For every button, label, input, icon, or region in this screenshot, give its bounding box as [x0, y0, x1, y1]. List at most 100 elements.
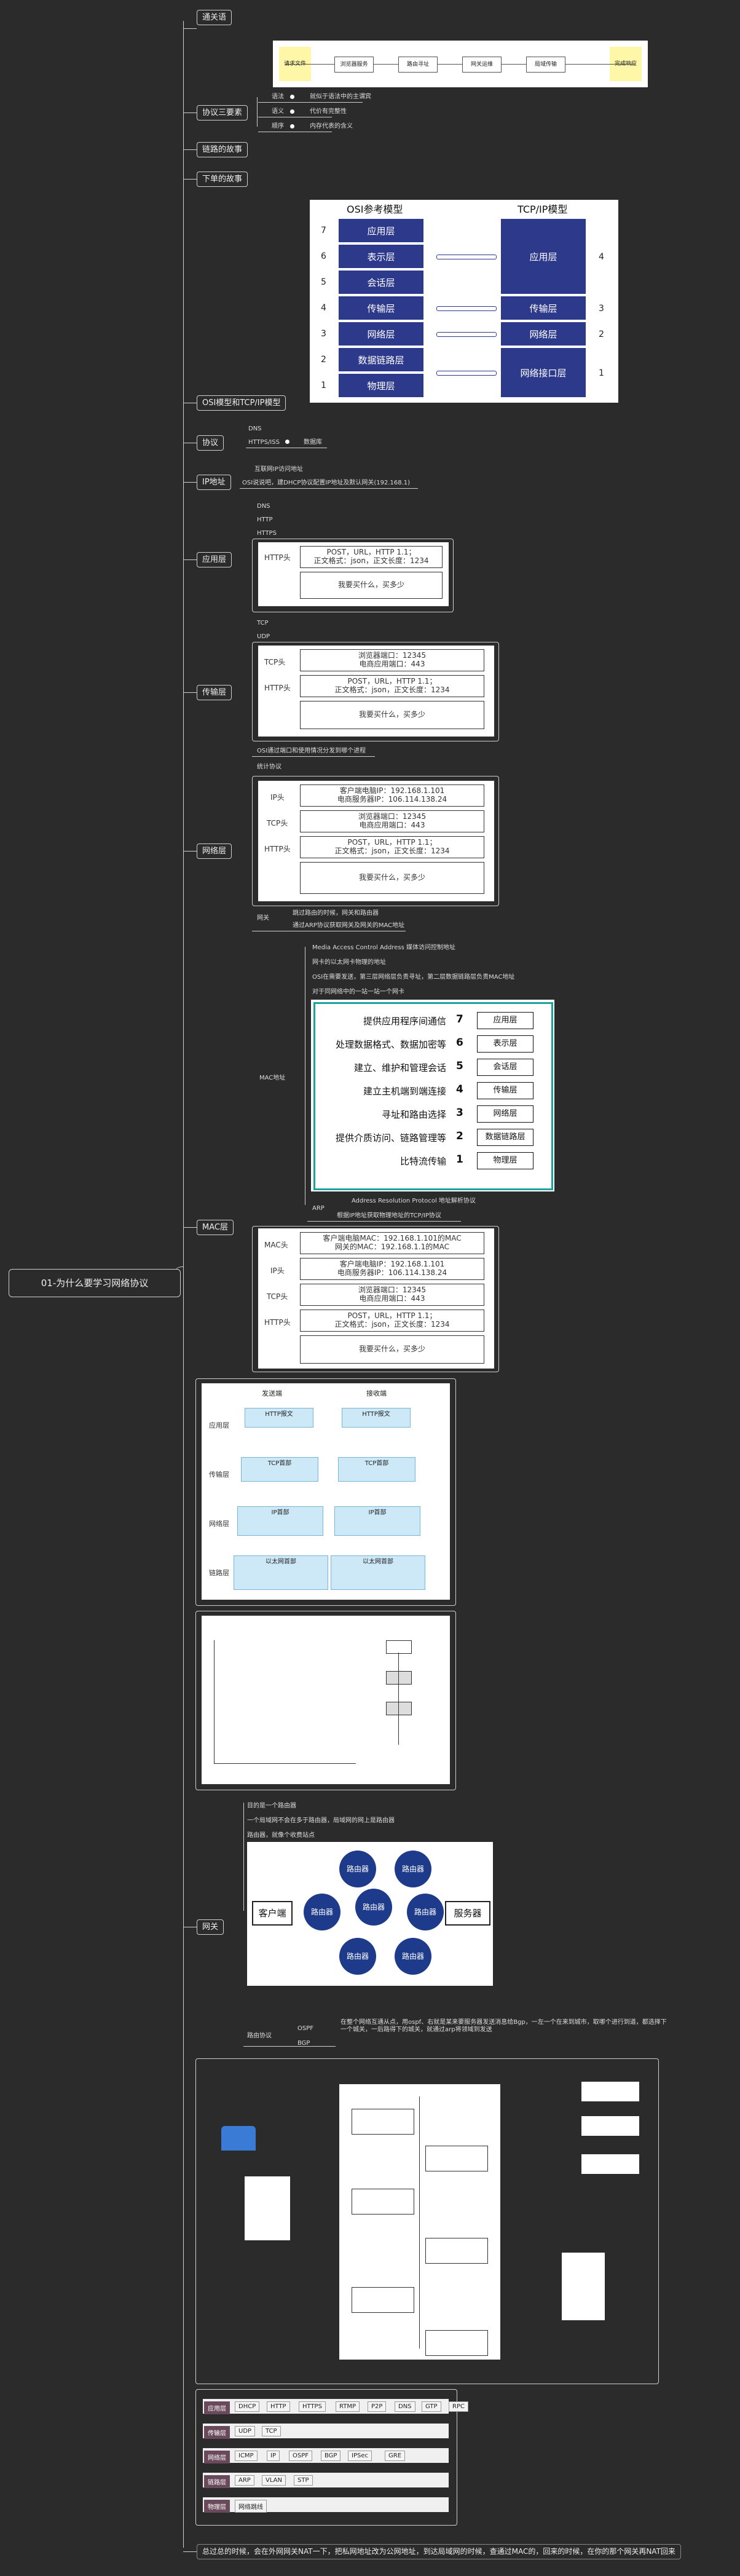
osi-arrow [436, 332, 497, 337]
mac-item-1: Media Access Control Address 媒体访问控制地址 [312, 944, 455, 951]
hs-box-a [386, 1640, 412, 1654]
layer7-name: 应用层 [477, 1012, 533, 1029]
ip-item-2: OSI说说吧，建DHCP协议配置IP地址及默认网关(192.168.1) [242, 480, 411, 486]
tag-item: RPC [449, 2401, 468, 2412]
xieyi-key: 语法 [272, 93, 284, 100]
osi-layer: 物理层 [338, 373, 424, 398]
transport-tcp: TCP [257, 620, 269, 626]
branch-tongguan[interactable]: 通关语 [197, 10, 232, 25]
seq-box [352, 2109, 414, 2135]
sequence-frame [195, 2058, 659, 2384]
xieyi-key: 语义 [272, 108, 284, 115]
tcp-header-label-4: TCP头 [267, 1292, 288, 1301]
layer7-name: 物理层 [477, 1152, 533, 1169]
branch-osi[interactable]: OSI模型和TCP/IP模型 [197, 395, 286, 411]
stub [183, 482, 197, 483]
tag-item: VLAN [262, 2475, 286, 2486]
footer-node[interactable]: 总过总的时候，会在外网网关NAT一下，把私网地址改为公网地址，到达局域网的时候，… [197, 2544, 681, 2559]
http-header-row: POST，URL，HTTP 1.1；正文格式：json，正文长度：1234 [300, 546, 443, 568]
encap-frame [195, 1378, 456, 1606]
osi-num: 5 [321, 277, 326, 287]
branch-xieyi-three[interactable]: 协议三要素 [197, 105, 248, 121]
xieyi-text: 代价有完整性 [310, 108, 347, 115]
mac-addr-label: MAC地址 [259, 1075, 286, 1081]
branch-mac[interactable]: MAC层 [197, 1220, 234, 1235]
arp-label: ARP [312, 1205, 325, 1212]
flow-cell: 请求文件 [283, 61, 306, 67]
tcpip-layer: 传输层 [500, 296, 586, 320]
tag-head: 传输层 [204, 2426, 230, 2439]
building-icon [221, 2126, 256, 2151]
layer7-name: 数据链路层 [477, 1129, 533, 1146]
tcpip-layer: 网络接口层 [500, 347, 586, 398]
root-node[interactable]: 01-为什么要学习网络协议 [9, 1269, 181, 1297]
client-box: 客户端 [252, 1901, 293, 1926]
osi-arrow [436, 306, 497, 311]
layer7-num: 1 [456, 1153, 463, 1166]
spine-line [183, 21, 184, 2548]
layer7-desc: 寻址和路由选择 [381, 1109, 446, 1120]
osi-layer: 数据链路层 [338, 347, 424, 372]
router-node: 路由器 [395, 1851, 431, 1887]
arp-item-2: 根据IP地址获取物理地址的TCP/IP协议 [337, 1212, 441, 1219]
xieyi-text: 内存代表的含义 [310, 123, 353, 130]
side-note-right [562, 2253, 605, 2320]
tag-item: GTP [422, 2401, 441, 2412]
router-network-diagram: 客户端 服务器 路由器路由器路由器路由器路由器路由器路由器 [247, 1842, 493, 1986]
ip-underline [240, 488, 418, 489]
tag-item: 网络跳线 [235, 2500, 267, 2513]
mac-header-label: MAC头 [264, 1241, 288, 1249]
xieyi-underline [258, 102, 363, 103]
tag-item: TCP [262, 2426, 281, 2436]
http-body-row: 我要买什么，买多少 [300, 572, 443, 599]
tcpip-title: TCP/IP模型 [518, 203, 568, 215]
osi-num: 7 [321, 226, 326, 235]
http-body-row-3: 我要买什么，买多少 [300, 862, 484, 894]
layer7-name: 传输层 [477, 1082, 533, 1099]
layer7-num: 6 [456, 1037, 463, 1049]
tcp-header-label: TCP头 [264, 658, 286, 666]
flow-cell: 完成响应 [614, 61, 637, 67]
branch-protocol[interactable]: 协议 [197, 435, 224, 451]
encap-left-box: IP首部 [237, 1506, 323, 1536]
handshake-frame [195, 1611, 456, 1790]
branch-xiadan[interactable]: 下单的故事 [197, 172, 248, 187]
branch-lianlu[interactable]: 链路的故事 [197, 142, 248, 157]
side-note-3 [581, 2154, 639, 2174]
network-gateway: 网关 [257, 915, 269, 922]
router-node: 路由器 [407, 1894, 444, 1930]
app-packet-frame [252, 539, 454, 612]
tcpip-layer: 网络层 [500, 322, 586, 346]
protocol-db: 数据库 [304, 439, 322, 446]
gateway-item-1: 目的是一个路由器 [247, 1803, 296, 1809]
branch-transport[interactable]: 传输层 [197, 685, 232, 700]
branch-app[interactable]: 应用层 [197, 552, 232, 567]
tag-item: HTTPS [299, 2401, 326, 2412]
encap-left-box: TCP首部 [241, 1457, 318, 1482]
encap-right-box: IP首部 [334, 1506, 420, 1536]
seq-box [425, 2330, 488, 2356]
xieyi-dot [290, 124, 294, 128]
flow-cell: 网关运维 [462, 57, 502, 73]
layer7-desc: 处理数据格式、数据加密等 [335, 1039, 446, 1050]
handshake-diagram [202, 1616, 450, 1784]
encap-row-label: 链路层 [209, 1569, 229, 1577]
app-packet: HTTP头 POST，URL，HTTP 1.1；正文格式：json，正文长度：1… [258, 542, 449, 606]
branch-gateway[interactable]: 网关 [197, 1919, 224, 1935]
branch-ip[interactable]: IP地址 [197, 475, 231, 490]
branch-network[interactable]: 网络层 [197, 844, 232, 859]
layer7-desc: 提供介质访问、链路管理等 [335, 1132, 446, 1144]
layer7-desc: 建立主机端到端连接 [363, 1086, 446, 1097]
osi-layer: 网络层 [338, 322, 424, 346]
side-note-left [245, 2176, 290, 2240]
xieyi-sub-line [257, 97, 258, 127]
tag-head: 链路层 [204, 2475, 230, 2488]
xieyi-dot [290, 109, 294, 114]
arp-underline [307, 1221, 461, 1222]
layer7-name: 表示层 [477, 1035, 533, 1053]
ip-header-label: IP头 [270, 793, 285, 802]
layer7-name: 网络层 [477, 1105, 533, 1123]
